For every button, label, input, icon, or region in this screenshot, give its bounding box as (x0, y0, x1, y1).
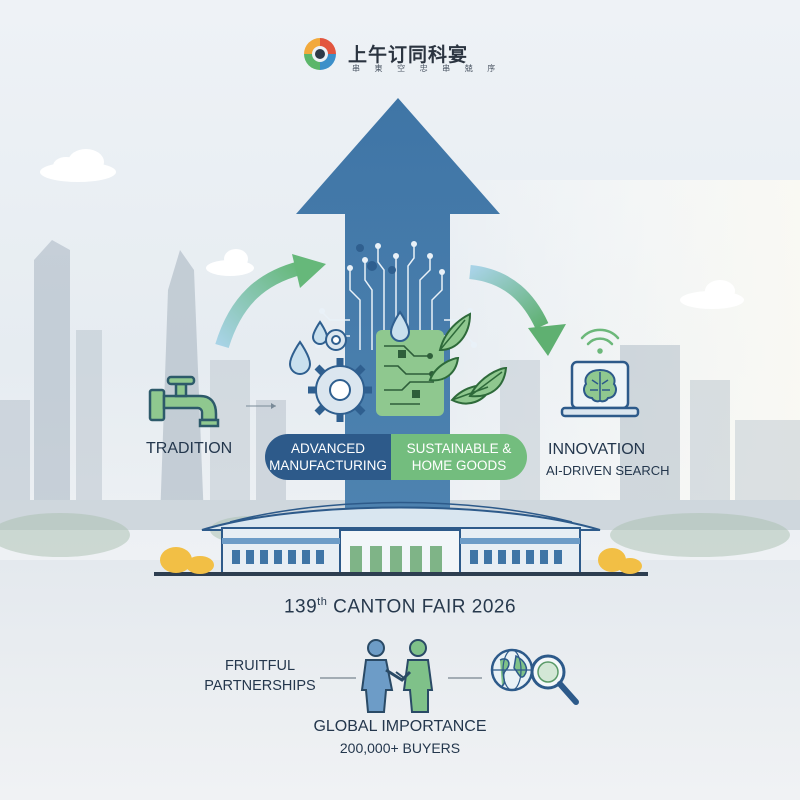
innovation-label: INNOVATION (548, 441, 646, 458)
pill-left-line-2: MANUFACTURING (269, 458, 387, 473)
leaf-stems (439, 319, 503, 401)
tradition-label: TRADITION (146, 440, 233, 457)
pill-right-line-1: SUSTAINABLE & (406, 441, 512, 456)
growth-arrow (296, 98, 500, 520)
arc-arrow-right (469, 265, 549, 330)
buyers-count: 200,000+ BUYERS (339, 740, 461, 756)
circuit-nodes (315, 241, 477, 348)
bushes (160, 547, 642, 574)
circuit-board-icon (376, 330, 444, 416)
brand-logo-icon (304, 38, 336, 70)
pill-right-line-2: HOME GOODS (411, 458, 507, 473)
fair-title: 139th CANTON FAIR 2026 (0, 596, 800, 618)
gear-icon (308, 358, 372, 422)
circuit-dots (356, 244, 396, 274)
gear-icon (325, 329, 347, 351)
wifi-icon (580, 328, 620, 354)
sustainable-home-goods-pill: SUSTAINABLE & HOME GOODS (391, 434, 527, 480)
arc-arrow-right-head (528, 324, 566, 356)
globe-icon (490, 648, 534, 692)
cloud-icon (40, 149, 116, 182)
pill-left-line-1: ADVANCED (290, 441, 365, 456)
advanced-manufacturing-pill: ADVANCED MANUFACTURING (265, 434, 391, 480)
arc-arrow-left-head (292, 254, 326, 288)
ai-brain-laptop-icon (560, 360, 640, 418)
handshake-icon (360, 639, 434, 713)
brand-name: 上午订同科宴 (348, 44, 469, 66)
partnerships-label: FRUITFUL PARTNERSHIPS (200, 656, 320, 696)
partnerships-line-2: PARTNERSHIPS (204, 678, 316, 694)
connector-arrowhead (271, 403, 276, 409)
global-importance-title: GLOBAL IMPORTANCE (313, 718, 487, 735)
water-drop-icon (288, 310, 411, 375)
fair-name: CANTON FAIR 2026 (333, 596, 517, 618)
exhibition-hall-icon (154, 501, 648, 576)
faucet-icon (148, 375, 220, 428)
ai-search-label: AI-DRIVEN SEARCH (546, 463, 670, 478)
magnifier-icon (530, 654, 579, 705)
fair-number-suffix: th (317, 596, 328, 608)
cloud-icon (680, 280, 744, 309)
arc-arrow-left (215, 261, 302, 349)
cloud-icon (206, 249, 254, 276)
fair-number: 139 (283, 596, 318, 618)
brand-tagline: 串 東 空 忠 串 兢 序 (352, 64, 502, 73)
partnerships-line-1: FRUITFUL (224, 658, 296, 674)
